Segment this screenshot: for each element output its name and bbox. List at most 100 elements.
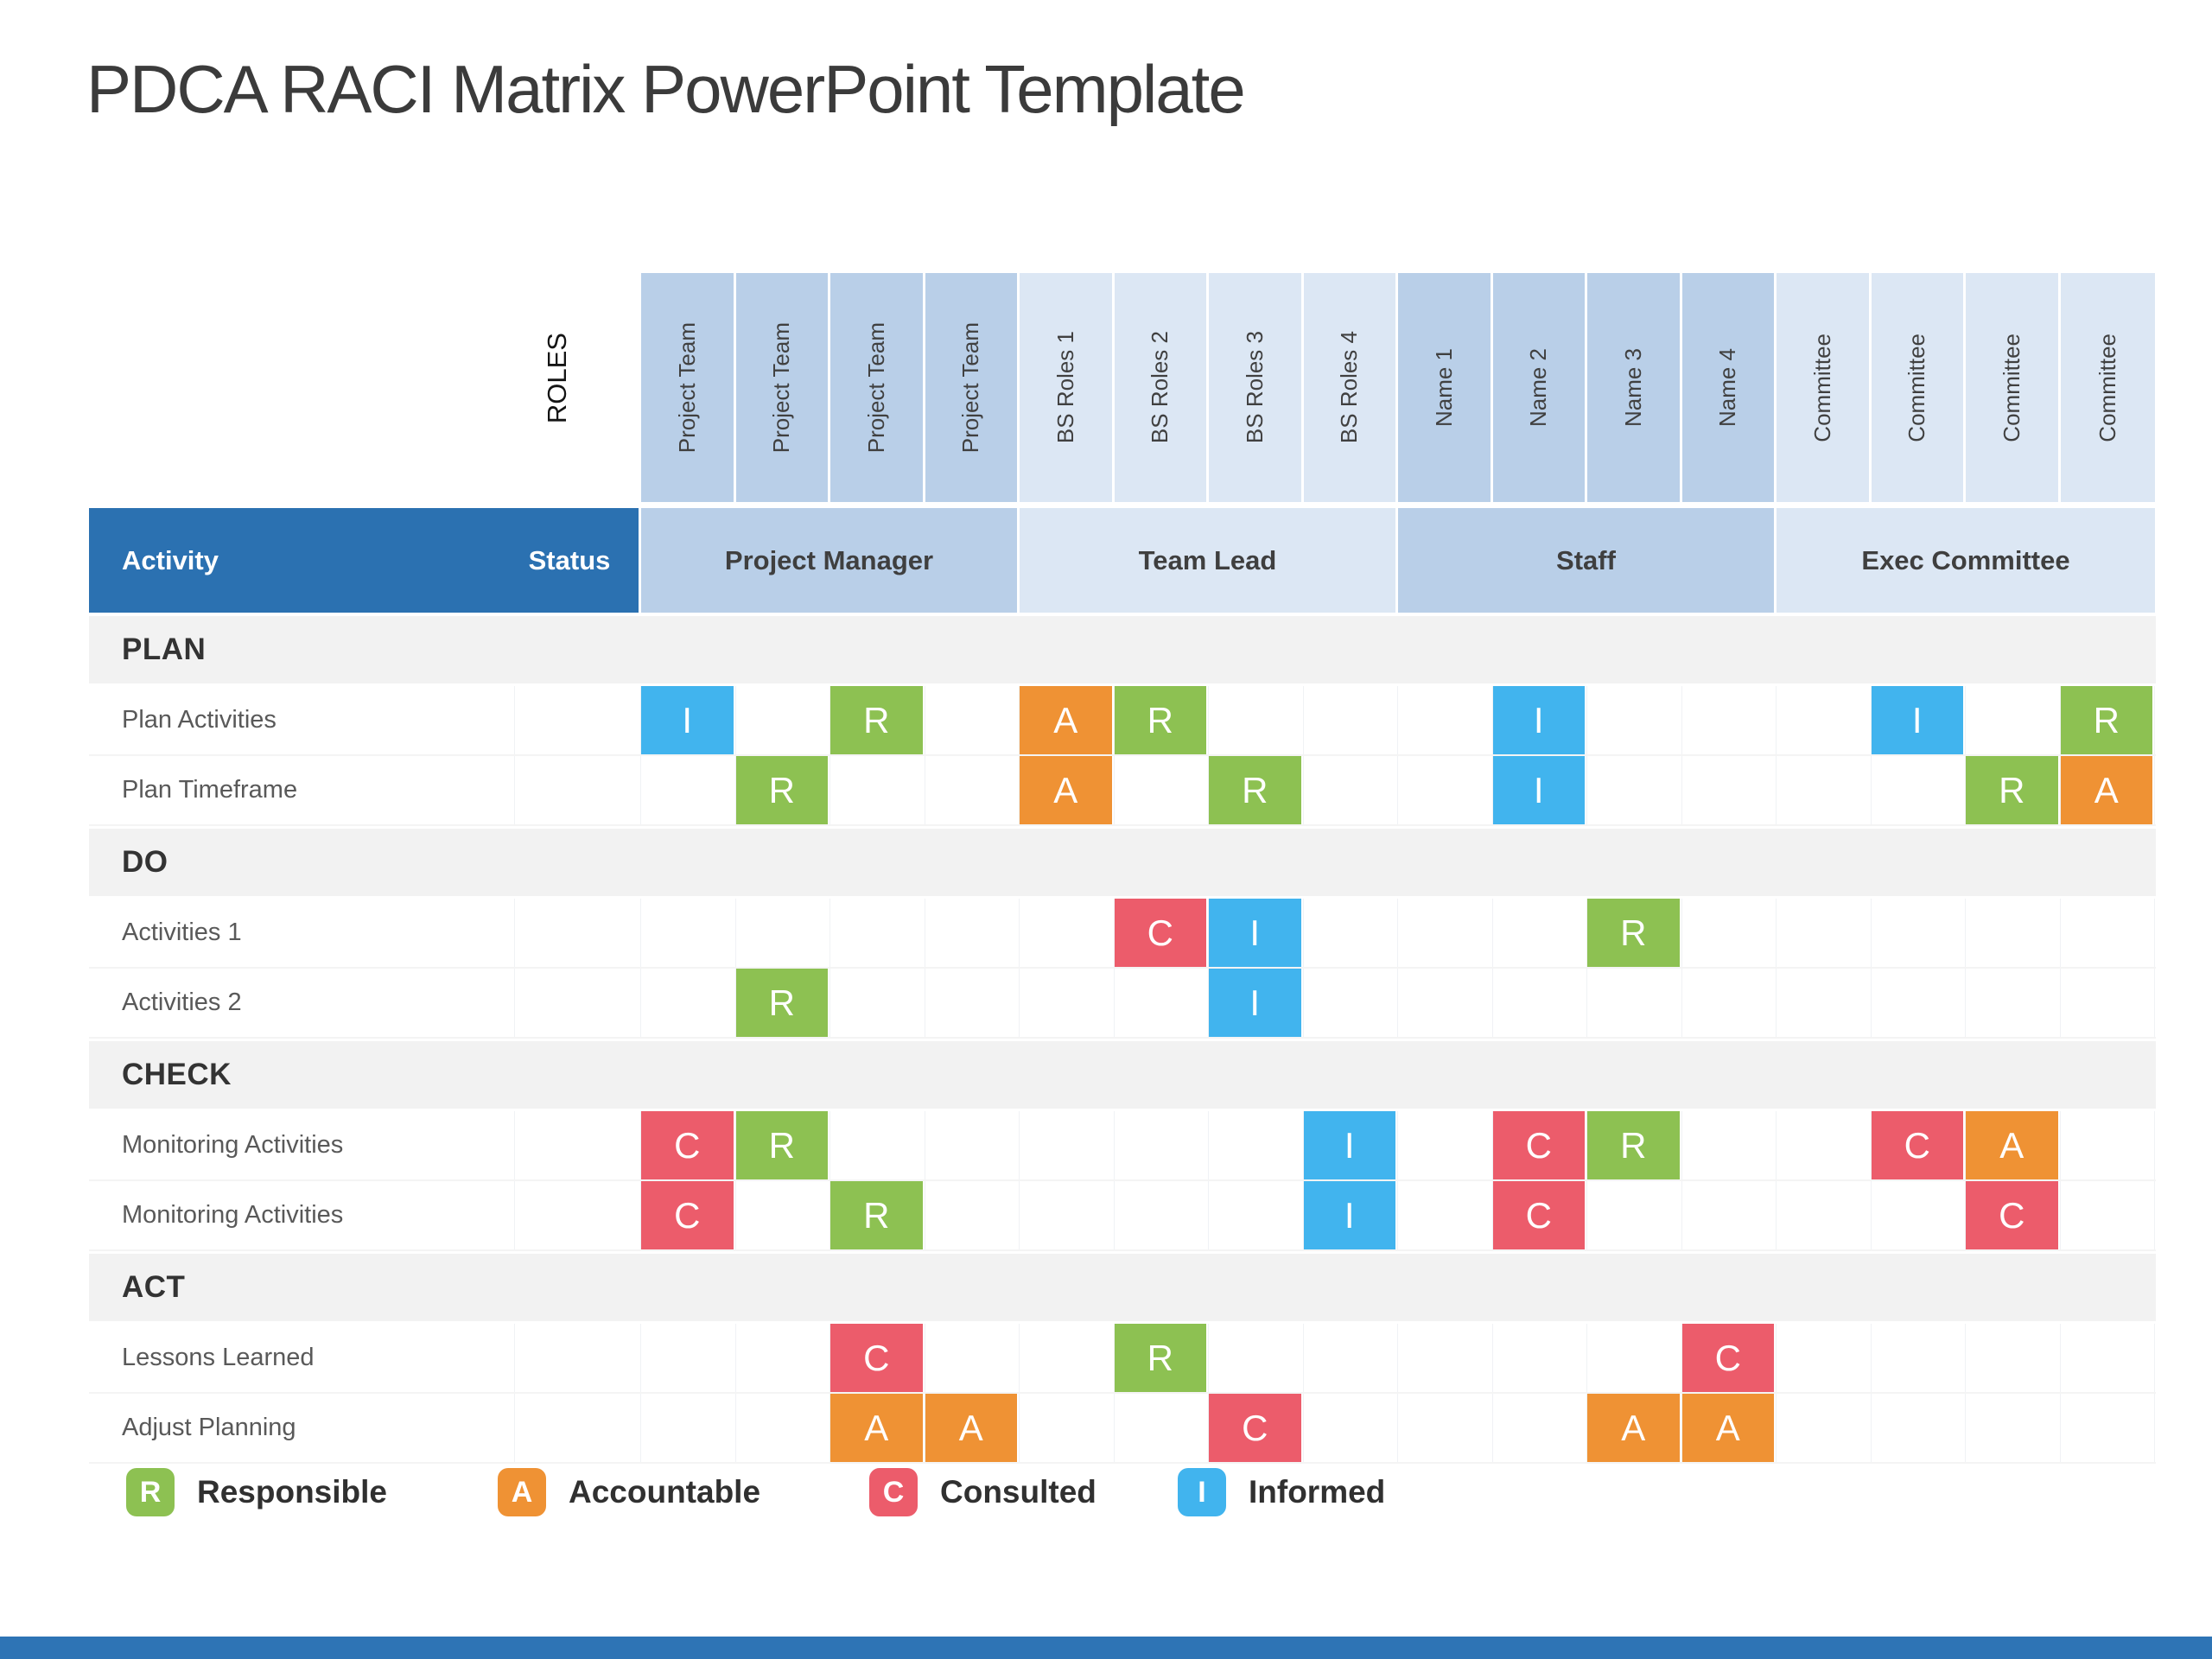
raci-badge-r: R: [1587, 1111, 1680, 1179]
raci-cell: [1872, 1394, 1966, 1462]
activity-label: Plan Activities: [89, 686, 515, 754]
raci-cell: [1493, 1324, 1587, 1392]
section-row-do: DO: [89, 829, 2156, 896]
raci-cell: I: [1209, 969, 1304, 1037]
legend-item-informed: I Informed: [1178, 1467, 1385, 1517]
raci-cell: [1398, 1111, 1493, 1179]
raci-cell: [2061, 1181, 2155, 1249]
raci-cell: A: [830, 1394, 925, 1462]
raci-cell: [1398, 969, 1493, 1037]
role-column-label: Name 3: [1619, 347, 1646, 428]
raci-cell: C: [1871, 1111, 1966, 1179]
raci-cell: R: [830, 686, 925, 754]
raci-badge-i: I: [1209, 969, 1301, 1037]
status-header-label: Status: [528, 544, 611, 575]
role-column-header: Project Team: [641, 273, 736, 502]
raci-cell: I: [1303, 1181, 1398, 1249]
raci-cell: [1209, 1111, 1304, 1179]
raci-badge-r: R: [1114, 686, 1206, 754]
raci-cell: [830, 1111, 925, 1179]
raci-badge-r: R: [1209, 756, 1301, 824]
raci-cell: C: [1966, 1181, 2061, 1249]
raci-badge-a: A: [1966, 1111, 2058, 1179]
legend-label: Informed: [1249, 1474, 1386, 1510]
section-label: CHECK: [122, 1058, 232, 1091]
raci-badge-i: I: [1303, 1111, 1395, 1179]
raci-badge-c: C: [1114, 899, 1206, 967]
raci-cell: [925, 969, 1020, 1037]
raci-badge-c: C: [1681, 1324, 1774, 1392]
raci-cell: A: [1966, 1111, 2061, 1179]
raci-cell: [1587, 686, 1682, 754]
raci-cell: [1493, 899, 1587, 967]
raci-cell: [1398, 686, 1493, 754]
raci-cell: [1587, 756, 1682, 824]
role-column-header: Name 1: [1398, 273, 1493, 502]
raci-cell: [1020, 899, 1115, 967]
raci-cell: [736, 1324, 830, 1392]
raci-cell: [1493, 1394, 1587, 1462]
raci-cell: [641, 1394, 736, 1462]
raci-badge-c: C: [1209, 1394, 1301, 1462]
raci-cell: A: [2060, 756, 2155, 824]
raci-cell: [1304, 899, 1398, 967]
raci-cell: A: [1587, 1394, 1682, 1462]
raci-cell: [1966, 969, 2061, 1037]
raci-cell: A: [1020, 756, 1115, 824]
role-column-header: Committee: [1966, 273, 2061, 502]
role-column-label: Name 2: [1525, 347, 1552, 428]
legend-badge-i: I: [1178, 1468, 1226, 1516]
legend-label: Responsible: [197, 1474, 387, 1510]
raci-badge-c: C: [641, 1181, 734, 1249]
role-column-label: Project Team: [768, 321, 795, 454]
raci-cell: [736, 1394, 830, 1462]
raci-cell: I: [1492, 756, 1587, 824]
raci-cell: [1020, 1111, 1115, 1179]
role-header-spacer: [89, 273, 641, 502]
raci-badge-r: R: [735, 756, 828, 824]
raci-badge-c: C: [1492, 1111, 1585, 1179]
raci-badge-i: I: [1303, 1181, 1395, 1249]
raci-cell: [1682, 1181, 1777, 1249]
raci-badge-i: I: [1871, 686, 1963, 754]
raci-badge-a: A: [925, 1394, 1017, 1462]
raci-cell: [925, 1181, 1020, 1249]
status-cell: [515, 1181, 641, 1249]
raci-badge-r: R: [830, 1181, 923, 1249]
role-column-header: Name 3: [1587, 273, 1682, 502]
raci-cell: [2061, 1394, 2155, 1462]
raci-cell: [1682, 686, 1777, 754]
role-column-header: Project Team: [925, 273, 1020, 502]
raci-cell: [1398, 899, 1493, 967]
activity-header-label: Activity: [122, 544, 219, 575]
activity-status-header: Activity Status: [89, 508, 641, 613]
raci-cell: C: [1209, 1394, 1304, 1462]
raci-cell: [1398, 1324, 1493, 1392]
role-column-header: BS Roles 2: [1114, 273, 1209, 502]
raci-cell: R: [1587, 1111, 1682, 1179]
raci-badge-c: C: [1966, 1181, 2058, 1249]
legend-badge-r: R: [126, 1468, 175, 1516]
raci-badge-a: A: [830, 1394, 923, 1462]
raci-badge-a: A: [1020, 686, 1112, 754]
role-column-header: Name 2: [1492, 273, 1587, 502]
role-column-header: Committee: [2060, 273, 2155, 502]
raci-cell: [1115, 1181, 1209, 1249]
raci-badge-c: C: [641, 1111, 734, 1179]
raci-cell: [1115, 969, 1209, 1037]
raci-badge-r: R: [2060, 686, 2152, 754]
raci-cell: I: [1492, 686, 1587, 754]
legend-label: Accountable: [569, 1474, 761, 1510]
raci-cell: R: [735, 969, 830, 1037]
role-column-label: BS Roles 4: [1336, 331, 1363, 444]
raci-cell: A: [1020, 686, 1115, 754]
status-cell: [515, 969, 641, 1037]
raci-cell: [641, 899, 736, 967]
raci-cell: R: [1587, 899, 1682, 967]
status-cell: [515, 756, 641, 824]
